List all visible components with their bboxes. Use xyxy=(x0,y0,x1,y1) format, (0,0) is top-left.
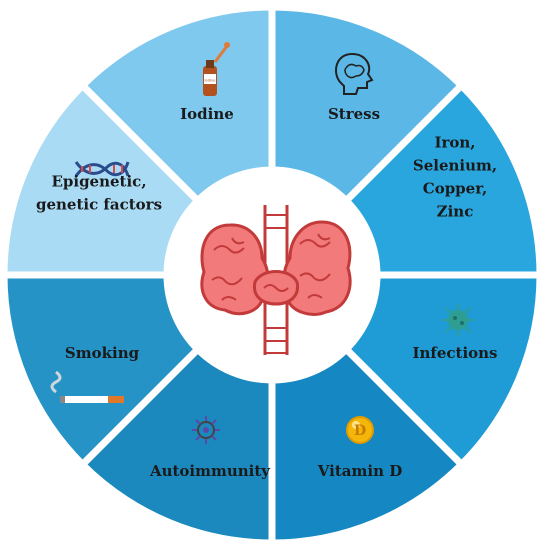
label-minerals-line-2: Copper, xyxy=(423,180,488,198)
vitamin-d-letter: D xyxy=(354,423,366,439)
immune-cell-icon xyxy=(192,416,220,444)
label-genetics-line-0: Epigenetic, xyxy=(51,173,146,191)
iodine-bottle-label: Iodine xyxy=(204,79,216,83)
label-stress-line-0: Stress xyxy=(328,105,380,123)
cigarette-icon xyxy=(50,370,124,403)
label-vitamin-d-line-0: Vitamin D xyxy=(317,462,402,480)
label-minerals-line-1: Selenium, xyxy=(413,157,497,175)
label-iodine-line-0: Iodine xyxy=(180,105,234,123)
label-minerals-line-0: Iron, xyxy=(434,134,475,152)
label-infections-line-0: Infections xyxy=(412,344,497,362)
vitamin-d-capsule-icon: D xyxy=(346,416,374,444)
label-smoking-line-0: Smoking xyxy=(65,344,140,362)
icons-layer: Iodine xyxy=(50,42,474,444)
dna-icon xyxy=(74,161,130,177)
label-minerals-line-3: Zinc xyxy=(437,203,474,221)
head-brain-icon xyxy=(335,52,374,95)
label-autoimmunity-line-0: Autoimmunity xyxy=(149,462,271,480)
virus-icon xyxy=(442,304,474,336)
thyroid-gland-icon xyxy=(200,205,352,355)
label-genetics-line-1: genetic factors xyxy=(36,196,162,214)
iodine-bottle-icon: Iodine xyxy=(203,42,230,96)
